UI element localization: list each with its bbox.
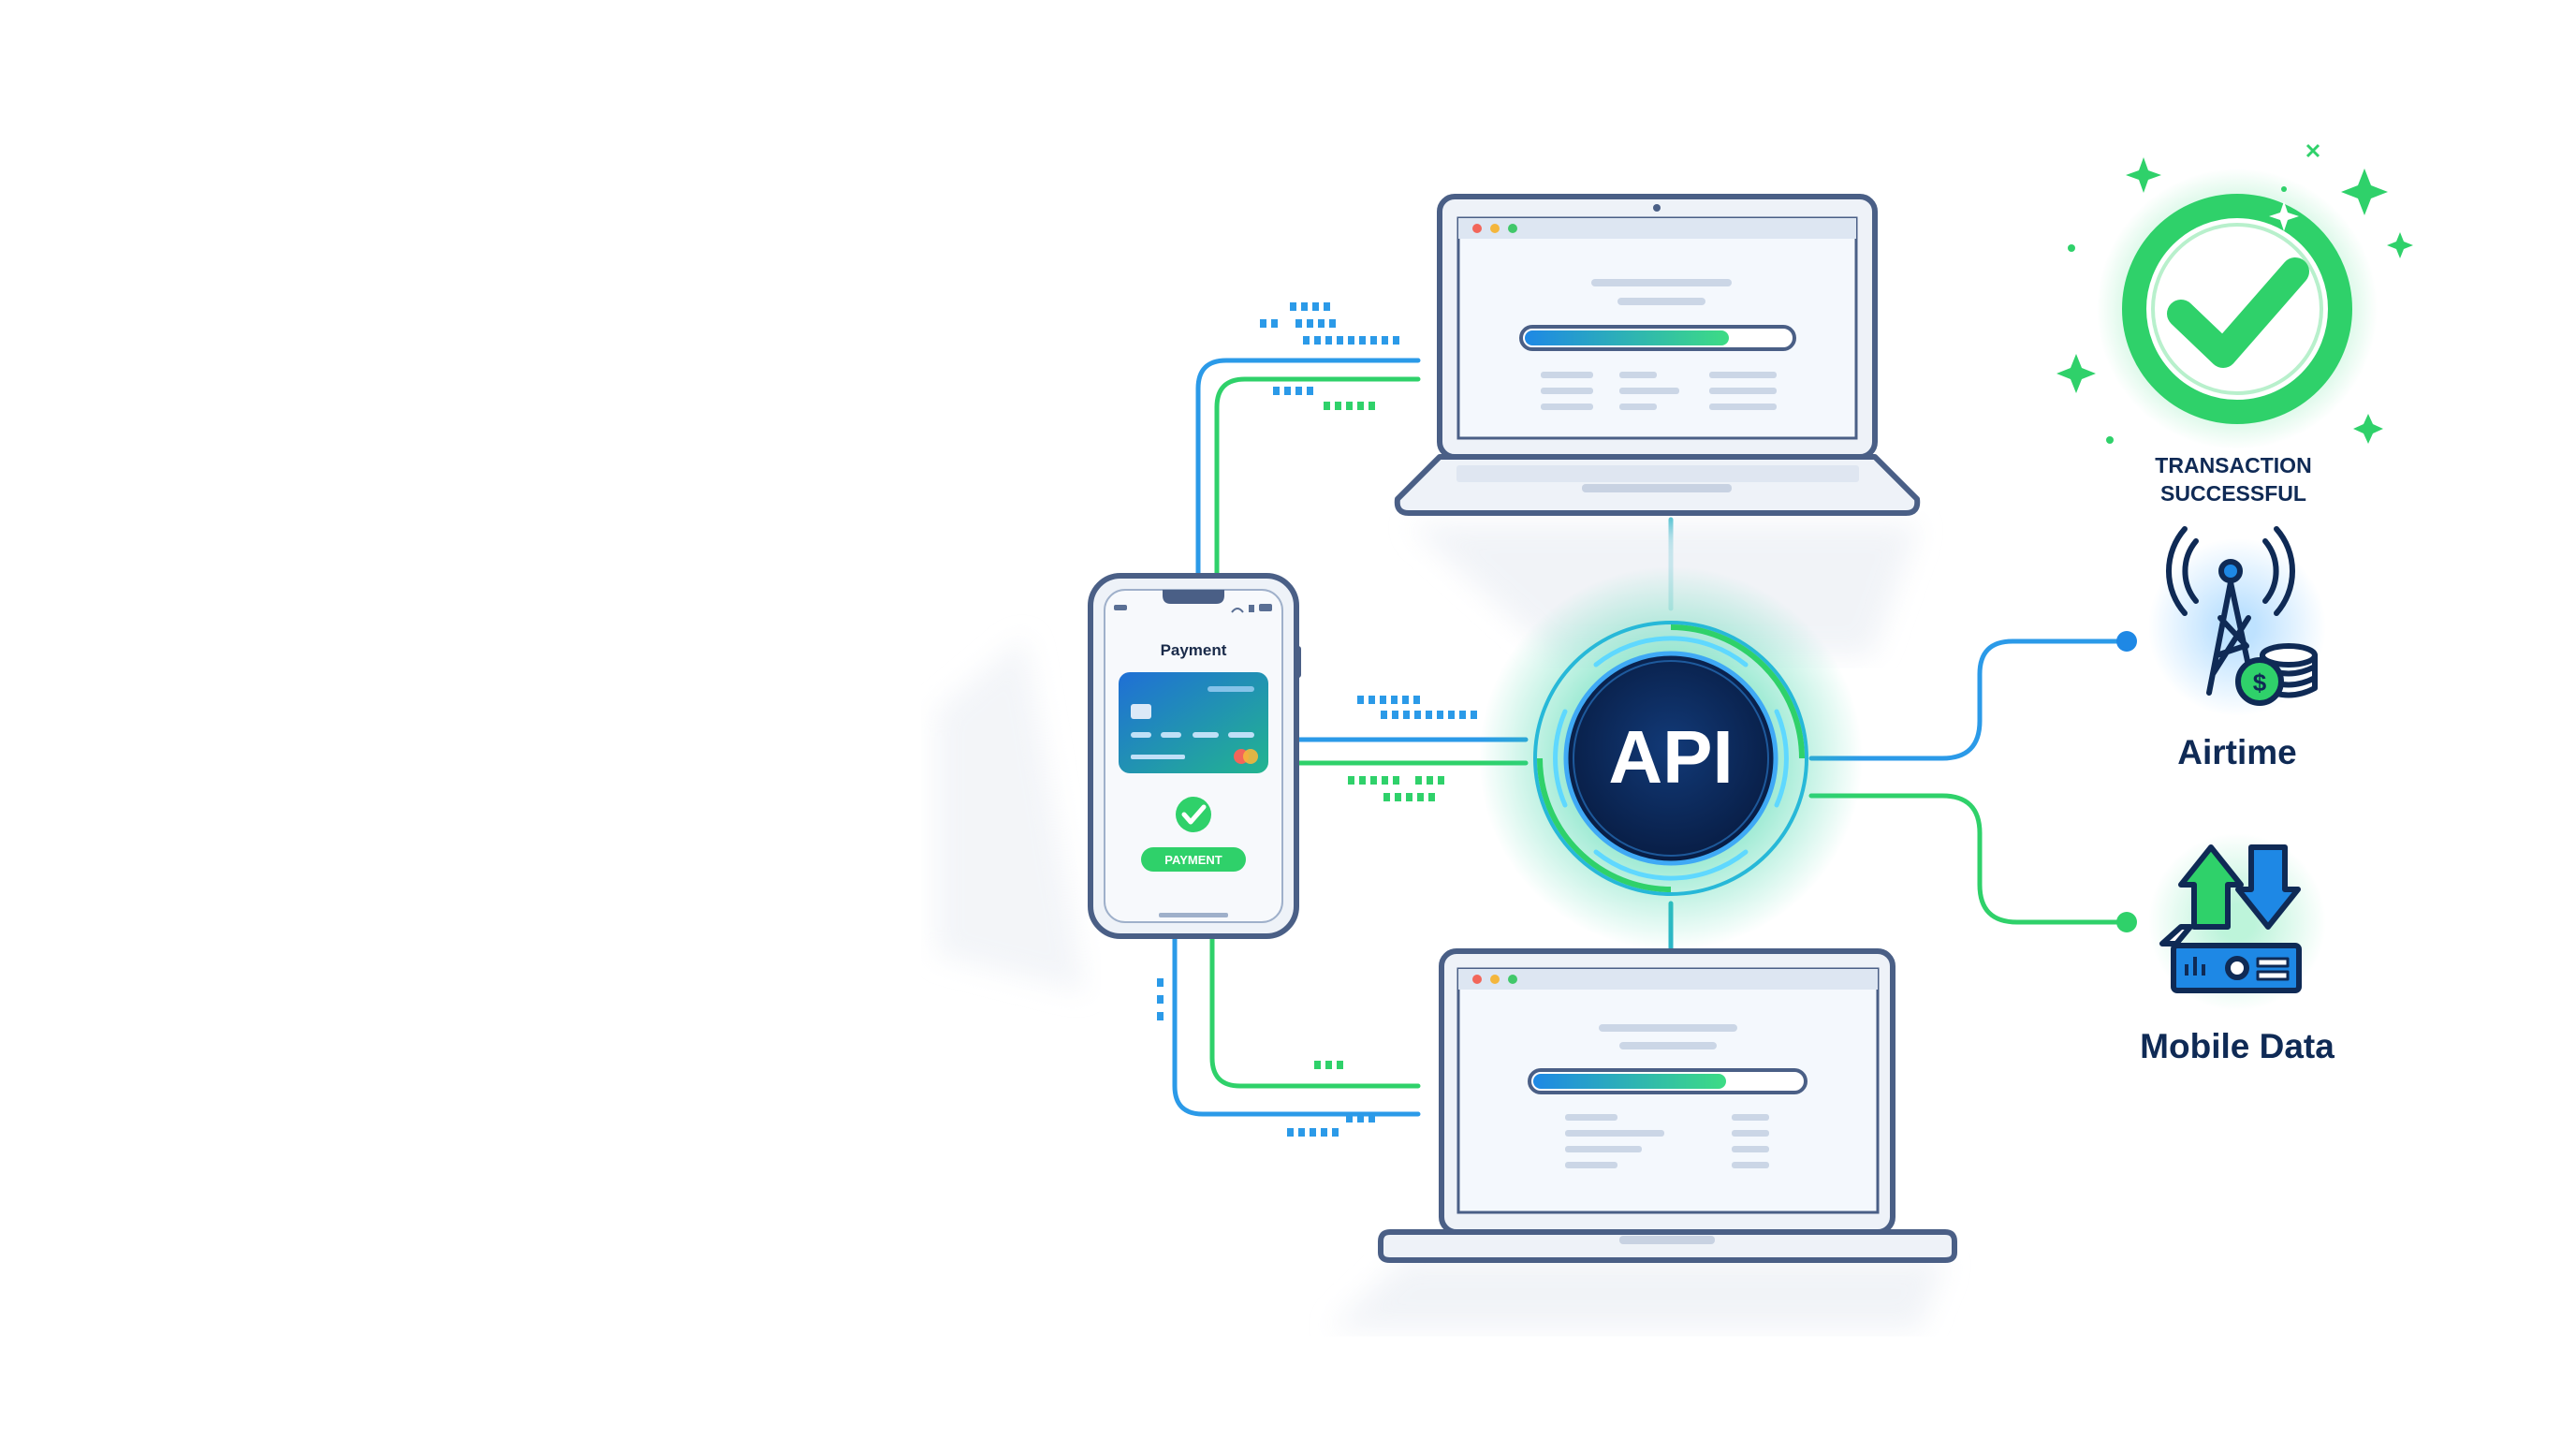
link-phone-laptop-top-inner — [1214, 376, 1421, 583]
link-phone-laptop-bottom-outer — [1172, 933, 1421, 1117]
node-mobile-data — [2116, 912, 2137, 932]
laptop-bottom-progress-fill — [1533, 1074, 1726, 1089]
connection-lines — [1172, 358, 2128, 1117]
laptop-top-progress-fill — [1525, 330, 1729, 345]
payment-button-label: PAYMENT — [1164, 853, 1222, 867]
data-transfer-arrows-icon — [2159, 844, 2302, 993]
card-chip-icon — [1131, 704, 1151, 719]
success-text-line2: SUCCESSFUL — [2160, 481, 2306, 506]
svg-text:$: $ — [2253, 668, 2267, 697]
service-mobile-data: Mobile Data — [2140, 833, 2334, 1065]
service-airtime-label: Airtime — [2177, 733, 2296, 771]
api-hub-label: API — [1608, 715, 1733, 799]
link-hub-mobile-data — [1808, 793, 2128, 925]
success-text-line1: TRANSACTION — [2155, 453, 2311, 477]
phone-check-icon — [1176, 797, 1211, 832]
phone-status-bar — [1114, 604, 1272, 613]
success-check-icon — [2167, 257, 2309, 368]
transaction-success-badge: TRANSACTION SUCCESSFUL — [2056, 143, 2413, 506]
card-brand-icon — [1234, 749, 1258, 764]
data-packets — [1157, 302, 1477, 1137]
payment-button[interactable]: PAYMENT — [1141, 847, 1246, 872]
smartphone: Payment PAYMENT — [936, 573, 1301, 992]
laptop-bottom-base — [1378, 1229, 1957, 1263]
link-hub-airtime — [1808, 638, 2128, 761]
link-phone-laptop-bottom-inner — [1209, 933, 1421, 1089]
cell-tower-coins-icon: $ — [2166, 526, 2318, 706]
api-hub: API — [1479, 566, 1863, 950]
link-phone-laptop-top-outer — [1195, 358, 1421, 583]
sparkle-icons — [2056, 143, 2413, 444]
service-airtime: $ Airtime — [2148, 526, 2326, 771]
service-mobile-data-label: Mobile Data — [2140, 1027, 2334, 1065]
success-ring — [2122, 194, 2352, 424]
credit-card — [1119, 672, 1268, 773]
home-indicator — [1159, 913, 1228, 917]
laptop-bottom — [1329, 948, 1957, 1329]
node-airtime — [2116, 631, 2137, 652]
phone-title: Payment — [1161, 641, 1227, 659]
api-hub-core — [1563, 651, 1778, 866]
